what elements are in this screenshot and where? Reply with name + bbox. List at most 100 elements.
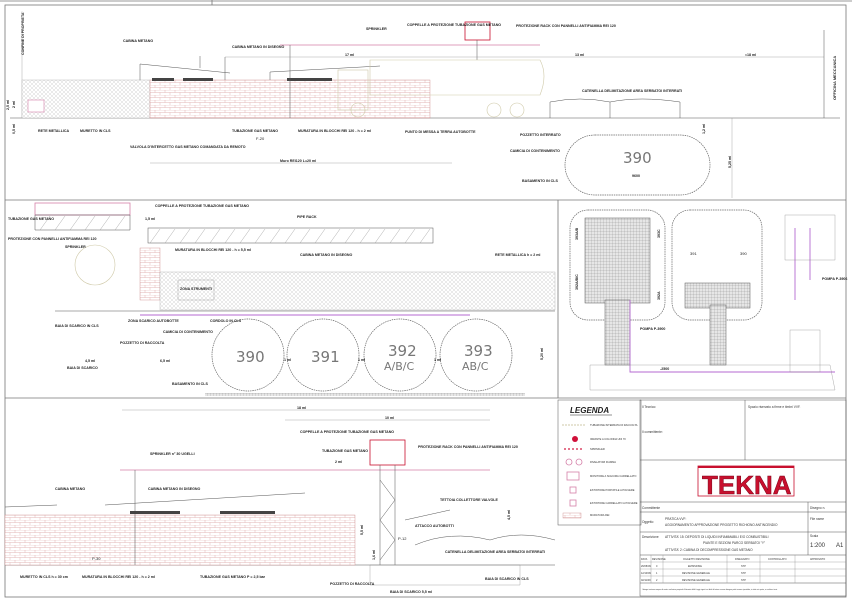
dim-1-5ml: 1,5 ml <box>145 217 155 221</box>
dim-5-5ml: 5,5 ml <box>360 525 364 535</box>
tank-392 <box>363 318 437 392</box>
label-roof: TETTOIA COLLETTORE VALVOLE <box>440 498 499 502</box>
label-bay-bottom: BAIA DI SCARICO 5,5 ml <box>390 590 432 594</box>
label-manhole: POZZETTO INTERRATO <box>520 133 561 137</box>
label-concrete-wall: MURETTO IN CLS <box>80 129 111 133</box>
legend-title: LEGENDA <box>570 406 609 415</box>
label-cabin-design-bottom: CABINA METANO IN DISEGNO <box>148 487 201 491</box>
legend-item: MURATURA REI <box>590 513 610 517</box>
legend-item: ESTINTORE PORTATILE A POLVERE <box>590 488 635 492</box>
sprinkler-symbol-icon <box>564 448 582 450</box>
dim-13ml: 13 ml <box>575 53 584 57</box>
dim-1ml: 1 ml <box>358 358 365 362</box>
rack-tower <box>379 465 396 565</box>
rev-header: DATA <box>641 558 648 561</box>
title-block: Il Tecnico: Il committente: Spazio riser… <box>639 399 847 597</box>
legend-item: ESTINTORE CARRELLATO A POLVERE <box>590 501 638 505</box>
dim-0-5ml: 0,5 ml <box>12 124 16 134</box>
label-pump-b: POMPA P-3906 <box>822 277 847 281</box>
dim-wall-length: Muro REI120 L=20 ml <box>280 159 316 163</box>
label-rack-protection-bottom: PROTEZIONE RACK CON PANNELLI ANTIFIAMMA … <box>418 445 518 449</box>
dim-1-6ml: 1,6 ml <box>372 550 376 560</box>
label-bay-cls: BAIA DI SCARICO IN CLS <box>485 577 529 581</box>
plan-tank-392a: 392A <box>657 291 661 300</box>
label-gas-pipe-mid: TUBAZIONE GAS METANO <box>8 217 54 221</box>
tank-number: 393 <box>464 342 493 360</box>
label-pump-a: POMPA P-3900 <box>640 327 665 331</box>
dim-1-2ml: 1,2 ml <box>702 124 706 134</box>
legend-item: IDRANTE A COLONNA UNI 70 <box>590 437 626 441</box>
technician-label: Il Tecnico: <box>642 405 656 409</box>
description-line-3: ATTIVITA' 2: CABINA DI DECOMPRESSIONE GA… <box>665 548 753 552</box>
dim-2ml-bottom: 2 ml <box>335 460 342 464</box>
sheet-format: A1 <box>836 543 844 549</box>
label-block-wall-bottom: MURATURA IN BLOCCHI REI 120 - h = 2 ml <box>82 575 155 579</box>
tank-plan-view: 391 390 393A/B 392A/B/C 393C 392A POMPA … <box>569 209 847 391</box>
label-gas-pipe-pressure: TUBAZIONE GAS METANO P = 2,5 bar <box>200 575 266 579</box>
tank-390 <box>211 318 285 392</box>
dim-6-5ml: 6,5 ml <box>160 359 170 363</box>
label-metal-net: RETE METALLICA <box>38 129 69 133</box>
tekna-logo: TEKNA <box>697 465 795 500</box>
label-truck-attach: ATTACCO AUTOBOTTI <box>415 524 454 528</box>
rev-row: 02/11/09 2 REVISIONE GENERALE STP <box>641 579 746 582</box>
revision-table: DATA REVISIONE OGGETTO REVISIONE DISEGNA… <box>641 558 825 582</box>
rev-number: 0 <box>656 565 658 568</box>
label-gas-pipe: TUBAZIONE GAS METANO <box>232 129 278 133</box>
label-ground-point: PUNTO DI MESSA A TERRA AUTOBOTTE <box>405 130 476 134</box>
dim-5-20ml: 5,20 ml <box>540 348 544 360</box>
legend-item: SPRINKLER <box>590 447 605 451</box>
tank-sub: AB/C <box>462 360 489 373</box>
dim-5-25ml: 5,25 ml <box>728 156 732 168</box>
property-limit-label: CONFINE DI PROPRIETA' <box>21 12 25 55</box>
tag-p12: P-12 <box>398 536 407 541</box>
label-pipe-shell-mid: COPPELLE A PROTEZIONE TUBAZIONE GAS META… <box>155 204 249 208</box>
label-block-wall-mid: MURATURA IN BLOCCHI REI 120 - h = 5,5 ml <box>175 248 251 252</box>
dim-4-5ml: 4,5 ml <box>85 359 95 363</box>
tanker-rear <box>74 244 116 286</box>
rev-subject: EMISSIONE <box>688 565 702 568</box>
tanker-truck <box>337 59 545 118</box>
label-pipe-shell: COPPELLE A PROTEZIONE TUBAZIONE GAS META… <box>407 23 501 27</box>
rev-number: 2 <box>656 579 658 582</box>
label-sump-bottom: POZZETTO DI RACCOLTA <box>330 582 375 586</box>
dim-tank-length: 9600 <box>632 174 640 178</box>
label-sprinkler-bottom: SPRINKLER n° 30 UGELLI <box>150 452 195 456</box>
tank-390-number: 390 <box>623 149 652 167</box>
label-instruments: ZONA STRUMENTI <box>180 287 212 291</box>
logo-text: TEKNA <box>702 470 792 500</box>
plan-tank-393c: 393C <box>657 229 661 238</box>
object-label: Oggetto <box>642 520 654 524</box>
scale-value: 1:200 <box>810 543 826 549</box>
label-cabin-design-mid: CABINA METANO IN DISEGNO <box>300 253 353 257</box>
fire-extinguisher-icon <box>27 99 45 113</box>
workshop-label: OFFICINA MECCANICA <box>832 56 837 100</box>
rev-drawn-by: STP <box>741 579 746 582</box>
tag-p30: P-30 <box>92 556 101 561</box>
label-bay: BAIA DI SCARICO <box>67 366 98 370</box>
label-unload-bay: BAIA DI SCARICO IN CLS <box>55 324 99 328</box>
rev-header: OGGETTO REVISIONE <box>683 558 710 561</box>
underground-tanks: 390 391 392 393 A/B/C AB/C <box>205 318 525 396</box>
drawing-number-label: Disegno n. <box>810 506 825 510</box>
label-block-wall: MURATURA IN BLOCCHI REI 120 - h = 2 ml <box>298 129 371 133</box>
committente-label: Committente <box>642 506 660 510</box>
reserved-label: Spazio riservato a firme e timbri VVF. <box>748 405 801 409</box>
tank-number: 390 <box>236 348 265 366</box>
dim-17ml: 17 ml <box>345 53 354 57</box>
scale-label: Scala <box>810 534 818 538</box>
tank-393 <box>439 318 513 392</box>
description-line-2: PIANTE E SEZIONI PARCO SERBATOI "Y" <box>703 541 765 545</box>
legend: LEGENDA TUBAZIONE INTERRATA DI RACCOLTA … <box>557 399 642 526</box>
metal-fence <box>21 79 151 119</box>
hydrant-icon <box>572 436 578 442</box>
label-concrete-wall-bottom: MURETTO IN CLS h = 30 cm <box>20 575 68 579</box>
rack-protection-box <box>464 21 491 41</box>
rev-date: 26/08/09 <box>641 565 651 568</box>
label-base: BASAMENTO IN CLS <box>522 179 558 183</box>
object-line-1: PRATICA VVF: <box>665 517 686 521</box>
rev-header: CONTROLLATO <box>768 558 787 561</box>
rev-date: 12/10/09 <box>641 572 651 575</box>
